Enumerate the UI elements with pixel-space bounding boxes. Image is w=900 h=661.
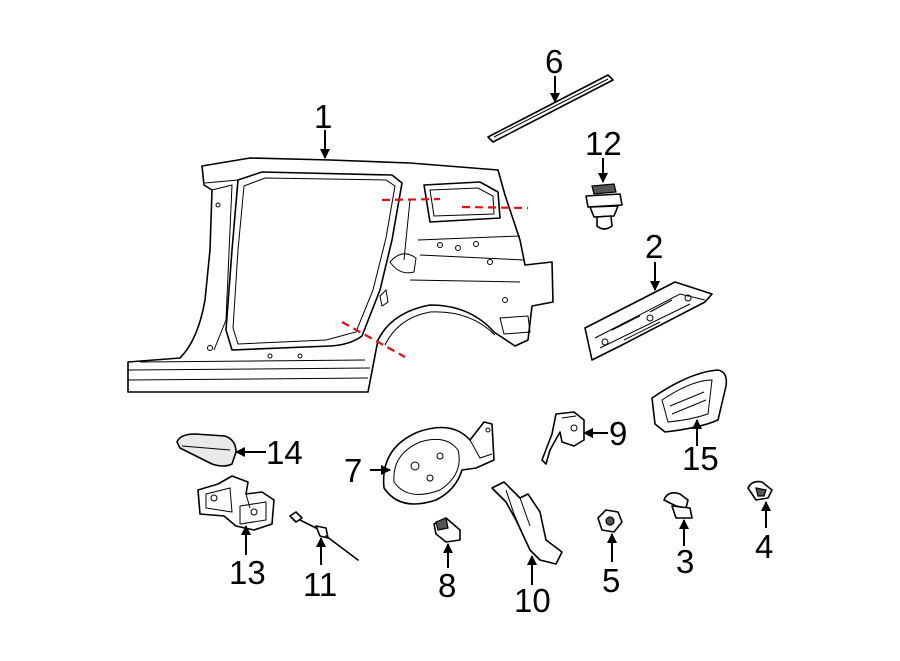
callout-10[interactable]: 10 — [514, 582, 551, 619]
part-7-filler-housing[interactable] — [382, 421, 495, 505]
part-15-housing[interactable] — [651, 369, 728, 433]
callout-13[interactable]: 13 — [229, 554, 266, 591]
cut-line — [461, 205, 529, 210]
callout-7[interactable]: 7 — [344, 452, 362, 489]
callout-3[interactable]: 3 — [676, 543, 694, 580]
part-5-nut[interactable] — [597, 509, 623, 533]
callout-4[interactable]: 4 — [755, 528, 773, 565]
callout-2[interactable]: 2 — [645, 228, 663, 265]
part-13-bracket[interactable] — [197, 475, 275, 531]
part-6-molding[interactable] — [487, 74, 614, 143]
part-3-clip[interactable] — [663, 492, 693, 519]
callout-12[interactable]: 12 — [585, 125, 622, 162]
part-14-fuel-door[interactable] — [176, 433, 237, 467]
part-9-hinge[interactable] — [541, 411, 585, 465]
part-11-cable[interactable] — [289, 511, 359, 561]
part-2-reinforcement[interactable] — [584, 281, 713, 361]
callout-11[interactable]: 11 — [303, 566, 337, 603]
part-1-quarter-panel[interactable] — [127, 157, 554, 393]
callout-8[interactable]: 8 — [438, 567, 456, 604]
callout-6[interactable]: 6 — [545, 43, 563, 80]
callout-1[interactable]: 1 — [314, 98, 332, 135]
callout-9[interactable]: 9 — [609, 415, 627, 452]
part-10-bracket[interactable] — [491, 481, 563, 565]
part-12-clip[interactable] — [585, 183, 623, 230]
callout-14[interactable]: 14 — [266, 434, 303, 471]
callout-5[interactable]: 5 — [602, 562, 620, 599]
part-8-bumper[interactable] — [433, 517, 461, 543]
cut-line — [381, 197, 441, 202]
callout-15[interactable]: 15 — [682, 440, 719, 477]
part-4-grommet[interactable] — [747, 480, 773, 501]
